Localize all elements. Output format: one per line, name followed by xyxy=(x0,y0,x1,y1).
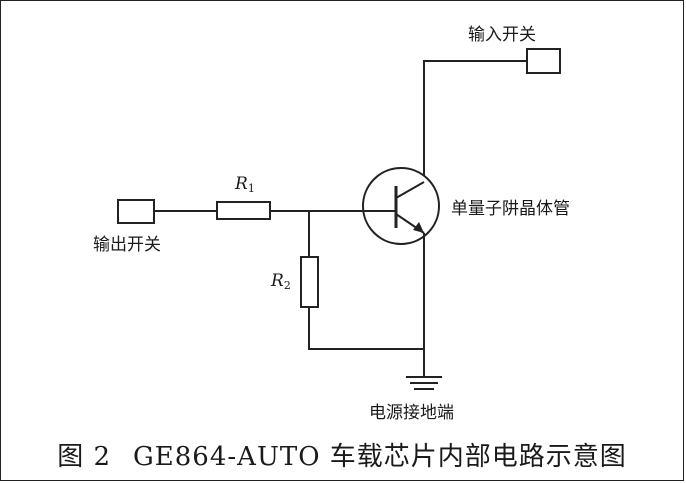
input-switch-terminal xyxy=(526,48,561,74)
collector-wire xyxy=(423,60,527,182)
resistor-r1 xyxy=(216,201,271,220)
transistor-body xyxy=(362,167,440,245)
r1-subscript: 1 xyxy=(247,182,255,195)
transistor-collector-lead xyxy=(395,181,425,199)
emitter-arrow xyxy=(413,222,424,233)
r1-letter: R xyxy=(235,174,248,194)
figure-number: 图 2 xyxy=(57,442,112,472)
figure-title: GE864-AUTO 车载芯片内部电路示意图 xyxy=(133,442,627,472)
r2-subscript: 2 xyxy=(283,279,291,292)
output-switch-label: 输出开关 xyxy=(93,235,161,255)
r2-label: R2 xyxy=(271,271,291,292)
r2-letter: R xyxy=(271,271,284,291)
input-switch-label: 输入开关 xyxy=(468,25,536,45)
r1-label: R1 xyxy=(235,174,255,195)
figure-caption: 图 2 GE864-AUTO 车载芯片内部电路示意图 xyxy=(0,436,684,473)
ground-label: 电源接地端 xyxy=(369,403,454,423)
r2-ground-wire xyxy=(308,307,424,350)
output-switch-terminal xyxy=(117,199,155,224)
resistor-r2 xyxy=(300,256,319,308)
transistor-label: 单量子阱晶体管 xyxy=(451,199,570,219)
